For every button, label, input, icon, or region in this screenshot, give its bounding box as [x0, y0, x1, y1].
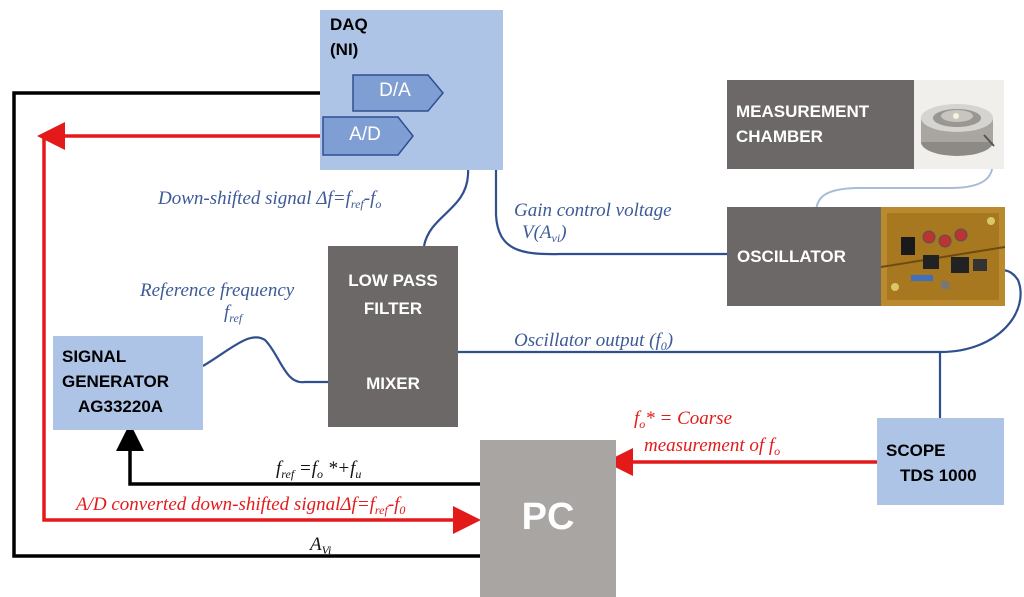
freq-eq: =f [294, 458, 318, 479]
freq-sub-u: u [355, 467, 362, 481]
reffreq-line1: Reference frequency [140, 280, 295, 301]
daq-title: DAQ [330, 15, 368, 34]
lowpass-filter-label: LOW PASS FILTER [328, 268, 458, 321]
lowpass-mixer-block [328, 246, 458, 427]
gain-va: V(A [522, 222, 552, 243]
avi-sub: Vi [321, 543, 332, 557]
adconv-text: A/D converted down-shifted signal [76, 494, 341, 515]
scope-line2: TDS 1000 [900, 466, 977, 485]
fref-control-wire [116, 423, 480, 486]
adconv-sub-0: 0 [399, 503, 406, 517]
coarse-line2-text: measurement of f [644, 435, 775, 456]
freq-f: f [276, 458, 282, 479]
reffreq-f: f [224, 302, 230, 323]
downshift-minus: -f [363, 188, 376, 209]
freq-sub-ref: ref [281, 467, 295, 481]
pc-label: PC [521, 496, 575, 538]
chamber-photo [914, 80, 1004, 169]
downshift-sub-ref: ref [350, 197, 364, 211]
pc-block [480, 440, 616, 597]
gain-sub: vi [551, 231, 561, 245]
oscillator-output-label: Oscillator output (f0) [514, 330, 673, 357]
ad-label: A/D [349, 124, 381, 145]
siggen-line1: SIGNAL [62, 347, 127, 366]
freq-sub-o: o [317, 467, 324, 481]
da-label: D/A [379, 80, 411, 101]
measurement-chamber-label: MEASUREMENT CHAMBER [736, 99, 869, 149]
scope-line1: SCOPE [886, 441, 946, 460]
oscout-text: Oscillator output (f [514, 330, 661, 351]
oscillator-label: OSCILLATOR [737, 247, 846, 266]
ad-to-pc-wire [42, 136, 481, 534]
chamber-line1: MEASUREMENT [736, 102, 870, 121]
fref-equation-label: fref =fo *+fu [276, 458, 361, 485]
adconv-eq: Δf=f [340, 494, 375, 515]
ad-converted-label: A/D converted down-shifted signalΔf=fref… [76, 494, 405, 521]
oscillator-block [727, 207, 883, 306]
coarse-line2: measurement of fo [634, 435, 780, 462]
coarse-line2-sub: o [774, 444, 781, 458]
adconv-minus: -f [387, 494, 400, 515]
freq-plus: *+f [323, 458, 356, 479]
da-converter [352, 74, 444, 112]
signal-generator-label: SIGNAL GENERATOR AG33220A [62, 344, 169, 419]
scope-label: SCOPE TDS 1000 [886, 438, 977, 488]
chamber-line2: CHAMBER [736, 127, 823, 146]
downshift-label: Down-shifted signal Δf=fref-fo [158, 188, 381, 215]
avi-a: A [310, 534, 322, 555]
mixer-label: MIXER [366, 374, 420, 393]
reference-wire [202, 336, 328, 384]
gain-control-label: Gain control voltage V(Avi) [514, 200, 672, 249]
coarse-text: * = Coarse [645, 408, 732, 429]
downshift-eq: Δf=f [316, 188, 351, 209]
coarse-measurement-label: fo* = Coarse measurement of fo [634, 408, 780, 462]
oscout-sub: 0 [660, 339, 667, 353]
coarse-sub: o [639, 417, 646, 431]
coarse-line1: fo* = Coarse [634, 408, 780, 435]
daq-subtitle: (NI) [330, 40, 359, 59]
lpf-line1: LOW PASS [348, 271, 438, 290]
gain-close: ) [560, 222, 567, 243]
daq-label: DAQ (NI) [330, 12, 368, 62]
coarse-f: f [634, 408, 640, 429]
reffreq-sub: ref [229, 311, 243, 325]
scope-block [877, 418, 1004, 505]
gain-line1: Gain control voltage [514, 200, 672, 221]
avi-control-wire [12, 79, 480, 558]
reference-frequency-label: Reference frequency fref [140, 280, 294, 329]
oscillator-circuit-photo [881, 207, 1005, 306]
oscout-close: ) [666, 330, 674, 351]
signal-generator-block [53, 336, 203, 430]
reffreq-line2: fref [140, 302, 294, 329]
adconv-sub-ref: ref [374, 503, 388, 517]
gain-line2: V(Avi) [514, 222, 672, 249]
ad-converter [322, 116, 414, 156]
downshift-text: Down-shifted signal [158, 188, 317, 209]
downshift-sub-o: o [375, 197, 382, 211]
siggen-line3: AG33220A [78, 397, 164, 416]
lpf-line2: FILTER [363, 299, 423, 318]
measurement-chamber-block [727, 80, 914, 169]
avi-label: AVi [310, 534, 331, 561]
siggen-line2: GENERATOR [62, 372, 170, 391]
